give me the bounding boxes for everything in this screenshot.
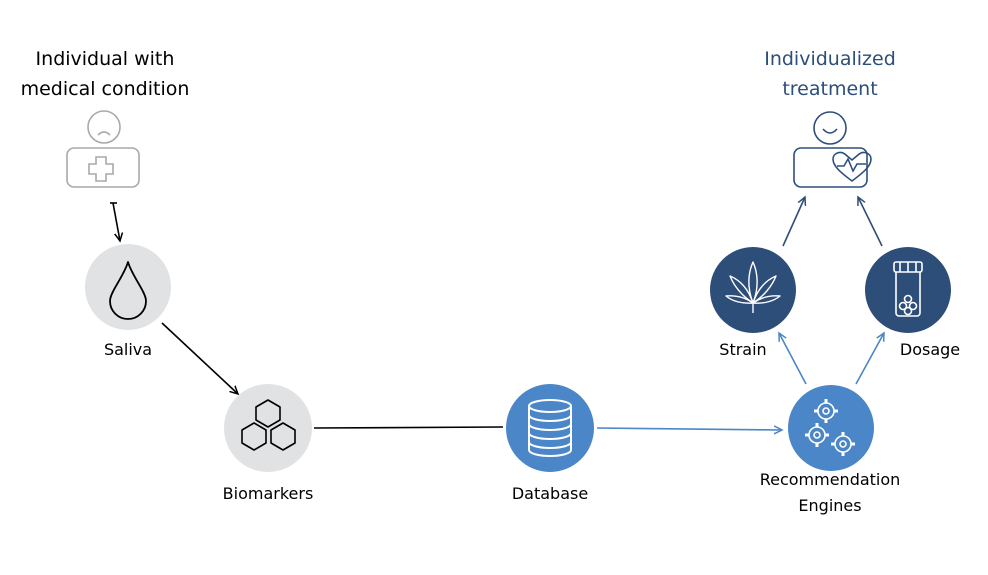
sick-person-icon <box>66 110 140 188</box>
connector-engines-to-dosage <box>855 333 884 385</box>
connector-biomarkers-to-database <box>313 426 504 429</box>
connector-dosage-to-treatment <box>858 197 883 247</box>
connector-engines-to-strain <box>779 333 807 385</box>
gears-icon <box>805 399 855 456</box>
biomarkers-node <box>224 384 312 472</box>
connector-database-to-engines <box>596 428 782 430</box>
healthy-person-icon <box>793 111 872 188</box>
dosage-node <box>865 247 951 333</box>
hexagon-cluster-icon <box>241 399 296 451</box>
saliva-node <box>85 244 171 330</box>
connector-saliva-to-biomarkers <box>161 322 238 394</box>
strain-label: Strain <box>719 340 767 359</box>
engines-label: Recommendation Engines <box>740 467 920 519</box>
input-title-line2: medical condition <box>20 78 190 100</box>
output-title-line2: treatment <box>782 78 878 100</box>
pill-bottle-icon <box>893 261 923 317</box>
biomarkers-label: Biomarkers <box>222 484 314 503</box>
connector-person-to-saliva <box>110 202 120 241</box>
drop-icon <box>109 261 147 320</box>
saliva-label: Saliva <box>103 340 153 359</box>
connector-strain-to-treatment <box>782 197 805 247</box>
output-title-line1: Individualized <box>764 48 896 70</box>
engines-label-line2: Engines <box>798 496 862 515</box>
database-node <box>506 384 594 472</box>
cannabis-leaf-icon <box>725 261 781 313</box>
input-title: Individual with medical condition <box>0 44 210 104</box>
database-label: Database <box>511 484 589 503</box>
engines-label-line1: Recommendation <box>759 470 901 489</box>
database-icon <box>528 399 572 457</box>
input-title-line1: Individual with <box>35 48 175 70</box>
output-title: Individualized treatment <box>730 44 930 104</box>
engines-node <box>788 385 874 471</box>
strain-node <box>710 247 796 333</box>
dosage-label: Dosage <box>899 340 961 359</box>
